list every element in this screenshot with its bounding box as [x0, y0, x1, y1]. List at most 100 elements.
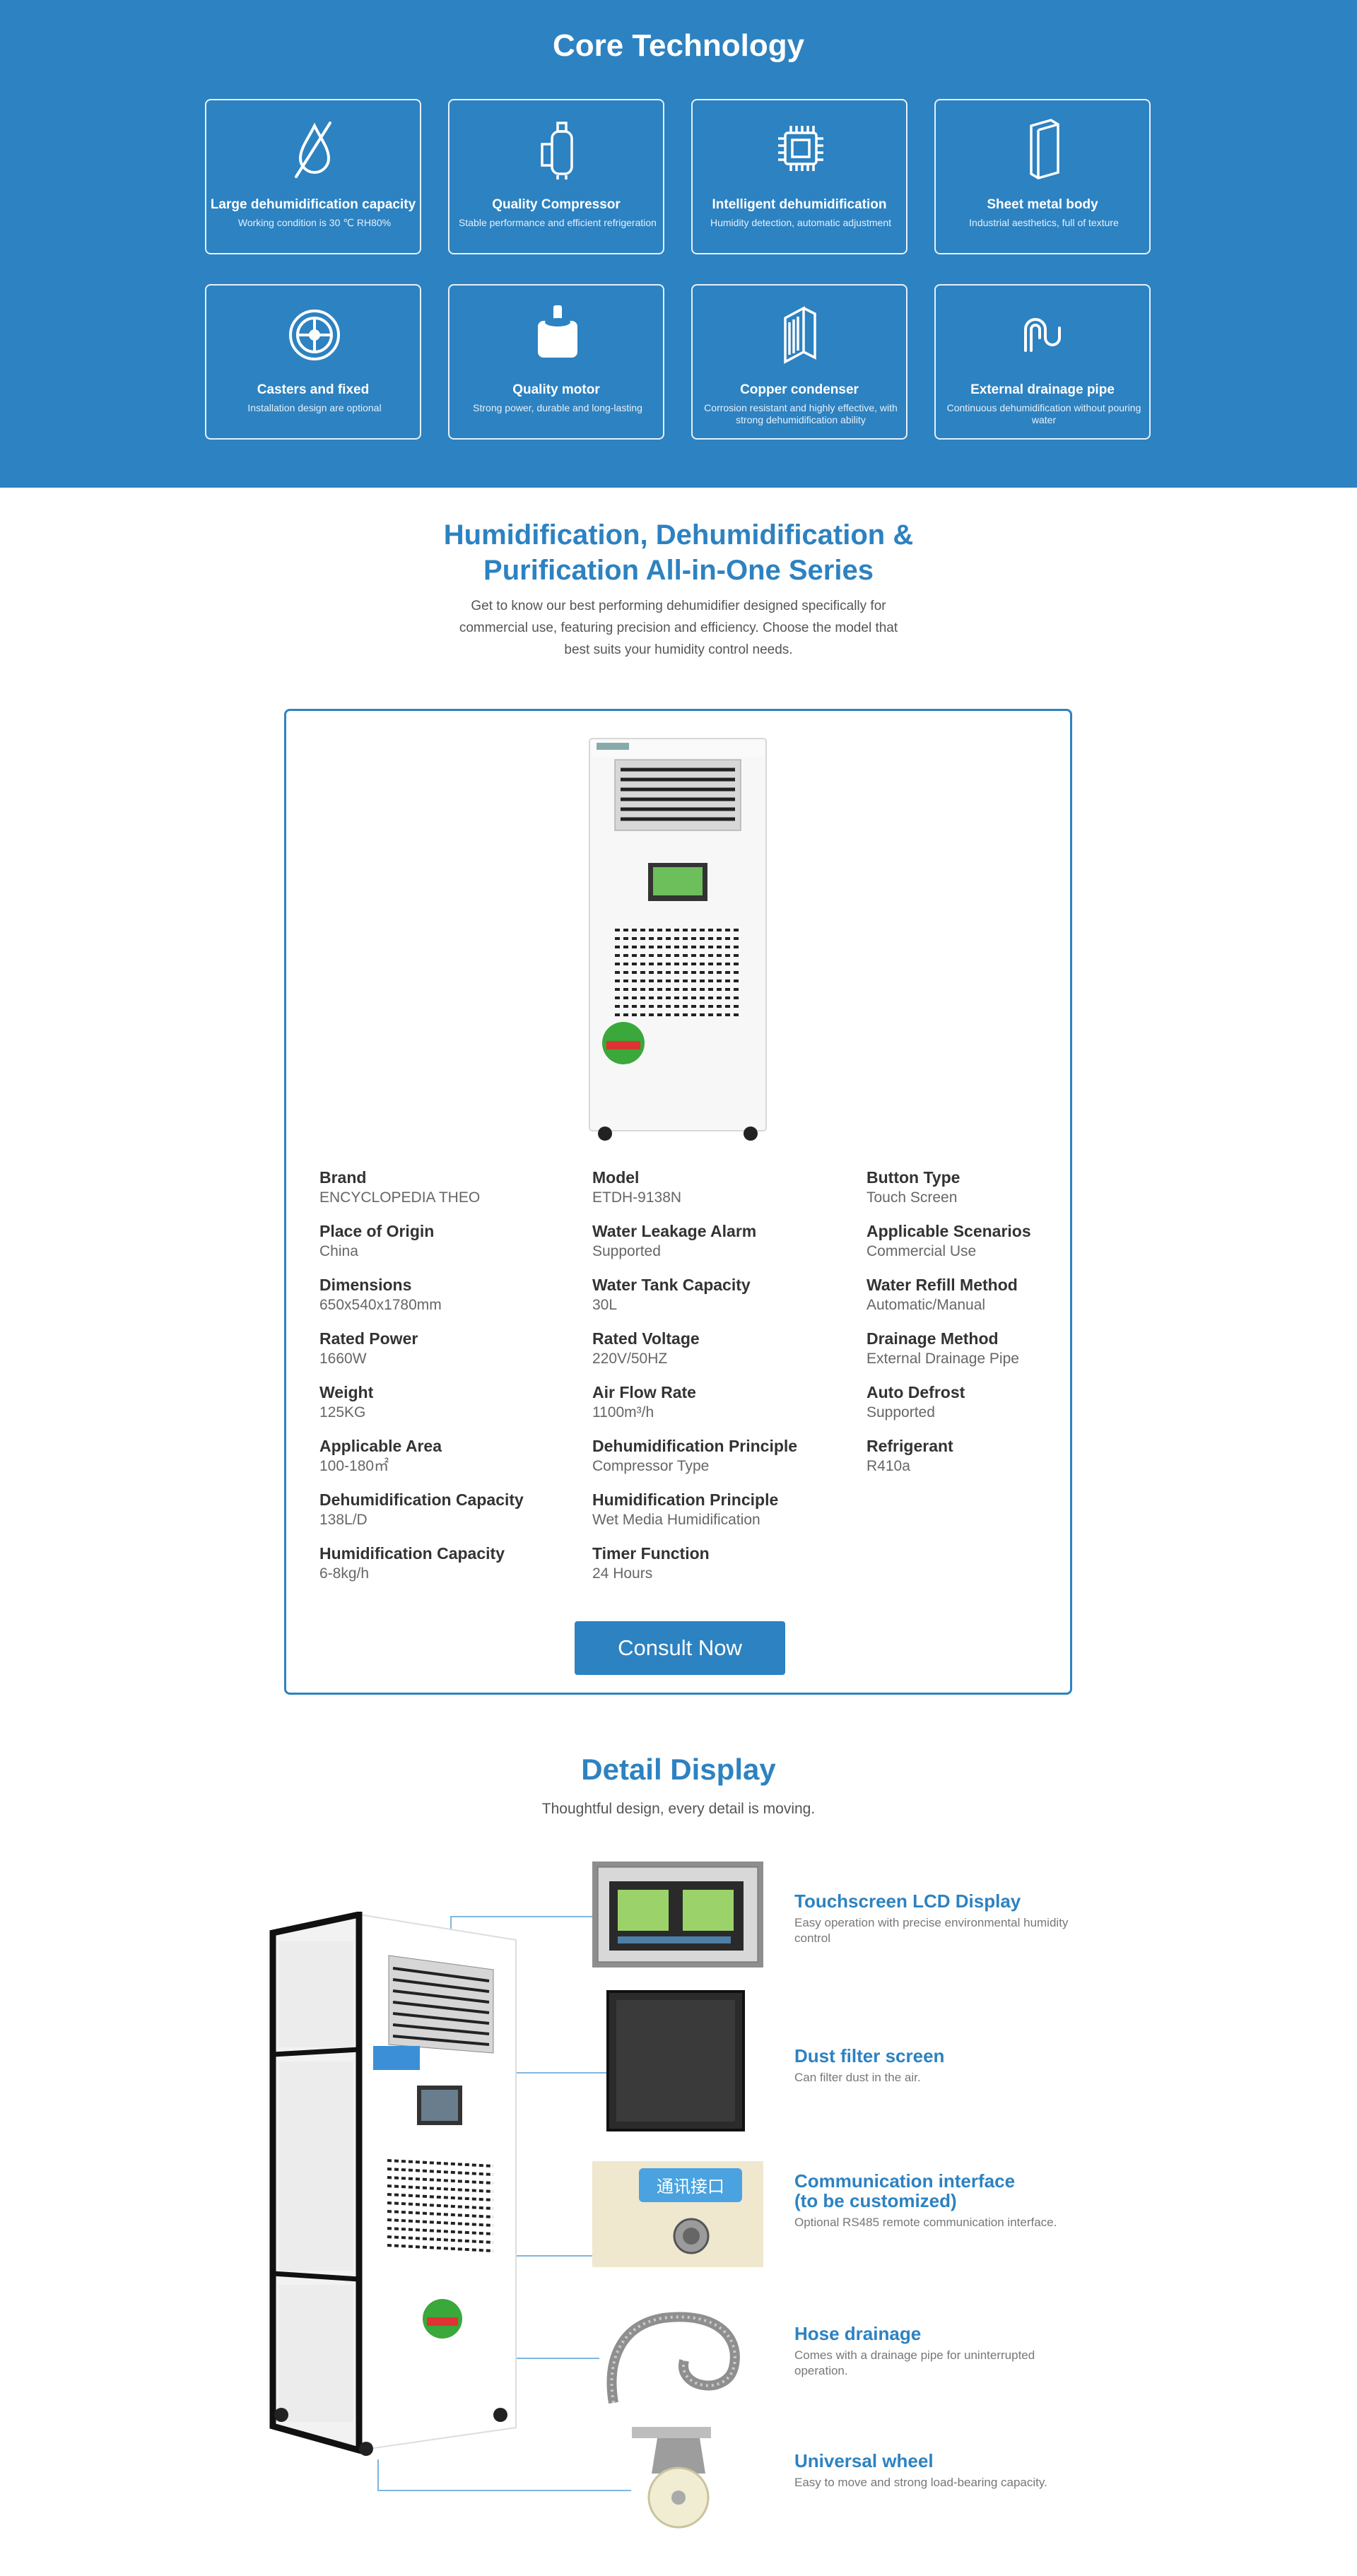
- spec-label: Refrigerant: [867, 1437, 953, 1455]
- detail-subtitle: Thoughtful design, every detail is movin…: [541, 1801, 816, 1817]
- spec-label: Dimensions: [319, 1276, 412, 1294]
- feature-card-sheet-metal: Sheet metal body Industrial aesthetics, …: [934, 99, 1151, 254]
- interface-panel-text: 通讯接口: [657, 2177, 724, 2196]
- core-technology-section: Core Technology Large dehumidification c…: [0, 0, 1357, 488]
- spec-water-tank-capacity: Water Tank Capacity 30L: [592, 1274, 847, 1315]
- card-title: Sheet metal body: [987, 197, 1098, 212]
- spec-auto-defrost: Auto Defrost Supported: [867, 1382, 1050, 1423]
- card-desc: Continuous dehumidification without pour…: [946, 402, 1141, 425]
- lcd-display-thumb: [592, 1862, 763, 1968]
- card-title: Copper condenser: [740, 382, 859, 397]
- detail-title: Detail Display: [581, 1753, 776, 1786]
- spec-label: Water Tank Capacity: [592, 1276, 751, 1294]
- spec-label: Dehumidification Capacity: [319, 1490, 524, 1509]
- spec-label: Weight: [319, 1383, 374, 1401]
- spec-value: Automatic/Manual: [867, 1297, 986, 1313]
- feature-title-dust-filter: Dust filter screen: [794, 2045, 945, 2066]
- card-title: Quality Compressor: [492, 197, 621, 212]
- spec-label: Water Leakage Alarm: [592, 1222, 757, 1240]
- spec-value: 125KG: [319, 1404, 366, 1421]
- spec-label: Model: [592, 1168, 640, 1187]
- spec-applicable-scenarios: Applicable Scenarios Commercial Use: [867, 1221, 1050, 1261]
- spec-label: Applicable Scenarios: [867, 1222, 1031, 1240]
- feature-title-lcd: Touchscreen LCD Display: [794, 1890, 1021, 1912]
- feature-desc-dust-filter: Can filter dust in the air.: [794, 2071, 921, 2084]
- spec-model: Model ETDH-9138N: [592, 1167, 847, 1208]
- spec-label: Humidification Principle: [592, 1490, 779, 1509]
- card-title: Casters and fixed: [257, 382, 370, 397]
- feature-desc-wheel: Easy to move and strong load-bearing cap…: [794, 2476, 1047, 2489]
- card-title: External drainage pipe: [970, 382, 1115, 397]
- wheel-icon: [289, 310, 340, 360]
- spec-value: 220V/50HZ: [592, 1351, 668, 1367]
- universal-wheel-thumb: [632, 2427, 711, 2529]
- spec-origin: Place of Origin China: [319, 1221, 574, 1261]
- spec-label: Humidification Capacity: [319, 1544, 505, 1563]
- feature-card-condenser: Copper condenser Corrosion resistant and…: [691, 284, 907, 440]
- chip-icon: [778, 126, 823, 171]
- spec-value: 100-180㎡: [319, 1458, 389, 1474]
- spec-weight: Weight 125KG: [319, 1382, 574, 1423]
- feature-title-communication-line2: (to be customized): [794, 2190, 957, 2211]
- card-desc: Working condition is 30 ℃ RH80%: [237, 217, 392, 228]
- spec-applicable-area: Applicable Area 100-180㎡: [319, 1435, 574, 1476]
- card-desc: Installation design are optional: [247, 402, 382, 413]
- spec-water-refill-method: Water Refill Method Automatic/Manual: [867, 1274, 1050, 1315]
- card-desc: Industrial aesthetics, full of texture: [969, 217, 1119, 228]
- spec-air-flow-rate: Air Flow Rate 1100m³/h: [592, 1382, 847, 1423]
- spec-label: Brand: [319, 1168, 367, 1187]
- spec-dimensions: Dimensions 650x540x1780mm: [319, 1274, 574, 1315]
- spec-dehumidification-principle: Dehumidification Principle Compressor Ty…: [592, 1435, 847, 1476]
- spec-label: Applicable Area: [319, 1437, 442, 1455]
- spec-water-leakage-alarm: Water Leakage Alarm Supported: [592, 1221, 847, 1261]
- dust-filter-thumb: [606, 1990, 745, 2131]
- card-desc: Humidity detection, automatic adjustment: [710, 217, 891, 228]
- pipe-icon: [1024, 318, 1061, 352]
- spec-label: Dehumidification Principle: [592, 1437, 798, 1455]
- core-title: Core Technology: [552, 28, 805, 63]
- card-desc: Strong power, durable and long-lasting: [473, 402, 642, 413]
- feature-card-compressor: Quality Compressor Stable performance an…: [448, 99, 664, 254]
- spec-humidification-principle: Humidification Principle Wet Media Humid…: [592, 1489, 847, 1530]
- spec-value: External Drainage Pipe: [867, 1351, 1019, 1367]
- consult-now-button[interactable]: Consult Now: [575, 1621, 785, 1675]
- feature-card-dehumidification: Large dehumidification capacity Working …: [205, 99, 421, 254]
- spec-dehumidification-capacity: Dehumidification Capacity 138L/D: [319, 1489, 574, 1530]
- spec-timer-function: Timer Function 24 Hours: [592, 1543, 847, 1584]
- feature-title-communication: Communication interface (to be customize…: [794, 2171, 1134, 2211]
- series-title-line1: Humidification, Dehumidification &: [443, 519, 914, 551]
- feature-desc-communication: Optional RS485 remote communication inte…: [794, 2216, 1057, 2229]
- spec-value: Supported: [867, 1404, 935, 1421]
- series-title-line2: Purification All-in-One Series: [483, 555, 874, 586]
- card-title: Large dehumidification capacity: [210, 197, 416, 212]
- motor-icon: [538, 305, 577, 358]
- card-title: Quality motor: [512, 382, 600, 397]
- spec-label: Drainage Method: [867, 1329, 999, 1348]
- spec-value: Touch Screen: [867, 1189, 958, 1206]
- spec-rated-power: Rated Power 1660W: [319, 1328, 574, 1369]
- droplet-slash-icon: [295, 122, 331, 178]
- spec-value: Compressor Type: [592, 1458, 710, 1474]
- spec-refrigerant: Refrigerant R410a: [867, 1435, 1050, 1476]
- spec-label: Auto Defrost: [867, 1383, 965, 1401]
- spec-value: China: [319, 1243, 358, 1259]
- feature-desc-lcd: Easy operation with precise environmenta…: [794, 1916, 1069, 1945]
- spec-brand: Brand ENCYCLOPEDIA THEO: [319, 1167, 574, 1208]
- condenser-icon: [784, 306, 816, 364]
- spec-label: Air Flow Rate: [592, 1383, 696, 1401]
- product-spec-card: Brand ENCYCLOPEDIA THEO Place of Origin …: [284, 709, 1072, 1695]
- communication-interface-thumb: 通讯接口: [592, 2161, 763, 2267]
- dehumidifier-detail-image: [269, 1912, 517, 2456]
- spec-value: 1100m³/h: [592, 1404, 654, 1421]
- feature-desc-hose: Comes with a drainage pipe for uninterru…: [794, 2348, 1035, 2377]
- spec-value: 24 Hours: [592, 1565, 653, 1582]
- spec-value: Wet Media Humidification: [592, 1512, 760, 1528]
- feature-card-intelligent: Intelligent dehumidification Humidity de…: [691, 99, 907, 254]
- spec-value: 30L: [592, 1297, 618, 1313]
- dehumidifier-product-image: [589, 738, 767, 1141]
- series-title: Humidification, Dehumidification & Purif…: [0, 517, 1357, 588]
- spec-label: Place of Origin: [319, 1222, 435, 1240]
- feature-card-motor: Quality motor Strong power, durable and …: [448, 284, 664, 440]
- compressor-icon: [541, 122, 573, 180]
- spec-label: Rated Voltage: [592, 1329, 700, 1348]
